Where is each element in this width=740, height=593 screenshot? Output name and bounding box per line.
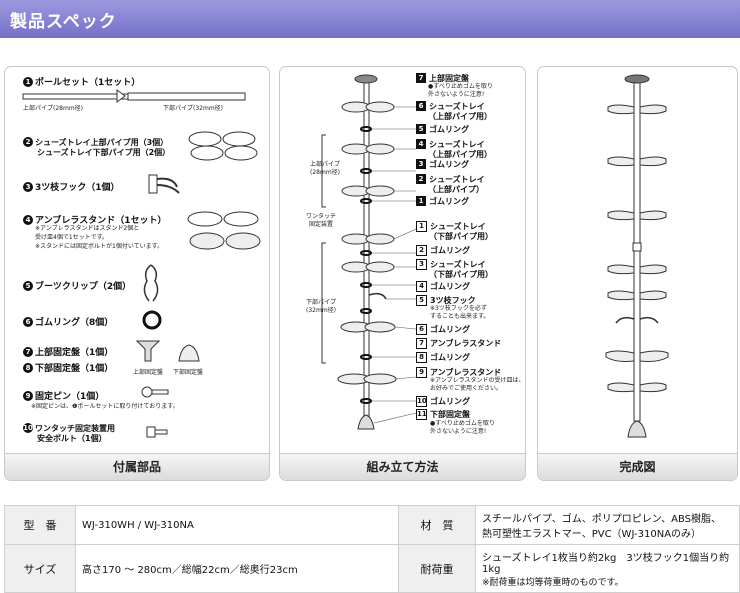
upper-pipe-label: 上部パイプ(28mm径) xyxy=(310,161,341,176)
part-4-note-3: ※スタンドには固定ボルトが1個付いています。 xyxy=(35,243,164,250)
size-label: サイズ xyxy=(4,544,76,593)
material-value: スチールパイプ、ゴム、ポリプロピレン、ABS樹脂、熱可塑性エラストマー、PVC（… xyxy=(475,505,740,545)
parts-caption: 付属部品 xyxy=(5,453,269,480)
onetouch-label: ワンタッチ固定装置 xyxy=(306,213,337,228)
step-hook-note1: ※3ツ枝フックを必ず xyxy=(430,305,487,312)
load-value: シューズトレイ1枚当り約2kg 3ツ枝フック1個当り約1kg※耐荷重は均等荷重時… xyxy=(475,544,740,593)
step-upper-plate-note2: 外さないように注意! xyxy=(428,91,485,98)
table-row: サイズ 高さ170 〜 280cm／総幅22cm／総奥行23cm 耐荷重 シュー… xyxy=(4,544,740,593)
step-umbrella-note2: お好みでご使用ください。 xyxy=(430,385,503,392)
complete-diagram xyxy=(605,74,669,438)
page-header: 製品スペック xyxy=(0,0,740,38)
pipe-lower-label: 下部パイプ(32mm径) xyxy=(163,105,224,112)
table-row: 型 番 WJ-310WH / WJ-310NA 材 質 スチールパイプ、ゴム、ポ… xyxy=(4,505,740,545)
shoe-tray-icon xyxy=(188,131,258,161)
complete-panel: 完成図 xyxy=(537,66,738,481)
bolt-icon xyxy=(146,426,168,438)
pipe-upper-label: 上部パイプ(28mm径) xyxy=(23,105,84,112)
model-label: 型 番 xyxy=(4,505,76,545)
fix-top-label: 上部固定盤 xyxy=(133,369,164,376)
part-4-note-2: 受け皿4個で1セットです。 xyxy=(35,234,109,241)
size-value: 高さ170 〜 280cm／総幅22cm／総奥行23cm xyxy=(75,544,399,593)
step-hook-note2: することも出来ます。 xyxy=(430,313,490,320)
rubber-ring-icon xyxy=(142,310,162,330)
spec-table: 型 番 WJ-310WH / WJ-310NA 材 質 スチールパイプ、ゴム、ポ… xyxy=(4,505,740,593)
step-upper-plate-note1: ●すべり止めゴムを取り xyxy=(428,83,493,90)
part-9-note: ※固定ピンは、❶ポールセットに取り付けております。 xyxy=(31,403,179,410)
part-4-note-1: ※アンブレラスタンドはスタンド2個と xyxy=(35,225,140,232)
assembly-caption: 組み立て方法 xyxy=(280,453,525,480)
fix-bottom-label: 下部固定盤 xyxy=(173,369,204,376)
model-value: WJ-310WH / WJ-310NA xyxy=(75,505,399,545)
lower-pipe-label: 下部パイプ(32mm径) xyxy=(306,299,337,314)
hook-icon xyxy=(148,174,180,194)
step-umbrella-note1: ※アンブレラスタンドの受け皿は、 xyxy=(430,377,525,384)
load-label: 耐荷重 xyxy=(398,544,476,593)
fixing-plate-icon xyxy=(135,340,200,362)
step-lower-plate-note1: ●すべり止めゴムを取り xyxy=(430,420,495,427)
boot-clip-icon xyxy=(143,264,159,302)
step-lower-plate-note2: 外さないように注意! xyxy=(430,428,487,435)
material-label: 材 質 xyxy=(398,505,476,545)
complete-caption: 完成図 xyxy=(538,453,737,480)
pin-icon xyxy=(141,386,169,398)
umbrella-stand-icon xyxy=(187,211,261,250)
assembly-diagram xyxy=(321,74,417,430)
pole-set-icon xyxy=(22,89,246,103)
page-title: 製品スペック xyxy=(10,12,117,32)
